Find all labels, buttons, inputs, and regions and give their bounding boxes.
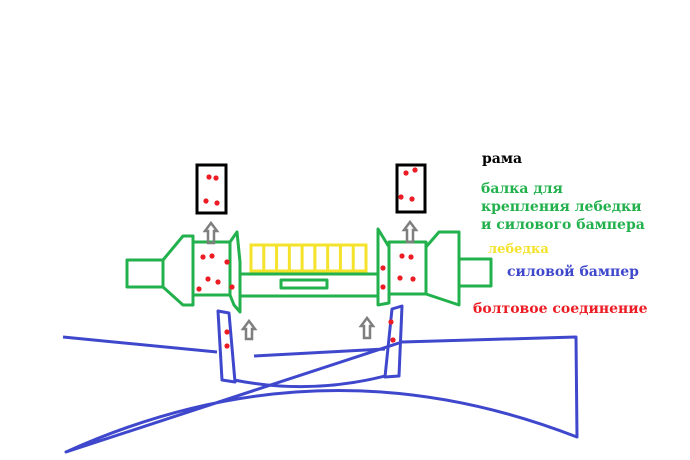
bolt-dot-icon — [380, 284, 386, 290]
bolt-dot-icon — [408, 254, 414, 260]
bolt-dot-icon — [196, 286, 202, 292]
bolt-dot-icon — [215, 279, 221, 285]
bolt-dot-icon — [206, 174, 212, 180]
bolt-dot-icon — [229, 284, 235, 290]
winch-ribs — [262, 245, 355, 271]
up-arrow-icon — [358, 315, 376, 340]
legend-frame: рама — [482, 151, 523, 167]
winch-body — [249, 243, 368, 273]
bumper-top-arc — [233, 374, 386, 389]
beam-left-stub — [125, 258, 165, 289]
frame-rail-left — [195, 163, 228, 215]
beam-left-flange — [161, 234, 195, 307]
bolt-dot-icon — [403, 170, 409, 176]
legend-beam: балка для крепления лебедки и силового б… — [481, 181, 645, 233]
up-arrow-icon — [401, 219, 419, 244]
bolt-dot-icon — [214, 200, 220, 206]
legend-winch: лебедка — [488, 242, 549, 257]
winch-beam — [125, 227, 493, 314]
bolt-dot-icon — [224, 329, 230, 335]
bumper-post-left — [216, 309, 237, 384]
bolt-dot-icon — [409, 196, 415, 202]
beam-right-mount — [387, 240, 428, 296]
bumper-body — [62, 335, 579, 454]
bolt-joints — [196, 167, 418, 349]
power-bumper — [62, 304, 579, 454]
bolt-dot-icon — [200, 254, 206, 260]
bumper-post-right — [383, 304, 404, 379]
bolt-dot-icon — [205, 276, 211, 282]
beam-right-flange — [424, 230, 461, 307]
beam-center-bar — [238, 272, 380, 298]
mount-arrows — [202, 219, 419, 341]
bolt-dot-icon — [398, 194, 404, 200]
bolt-dot-icon — [203, 198, 209, 204]
legend-bolt: болтовое соединение — [473, 301, 648, 317]
legend-bumper: силовой бампер — [507, 264, 639, 280]
bolt-dot-icon — [209, 253, 215, 259]
winch — [249, 243, 368, 273]
frame-rails — [195, 163, 427, 215]
beam-center-slot — [279, 278, 329, 290]
bolt-dot-icon — [390, 337, 396, 343]
bolt-dot-icon — [399, 253, 405, 259]
bolt-dot-icon — [224, 343, 230, 349]
bolt-dot-icon — [388, 319, 394, 325]
beam-left-cone — [228, 230, 242, 314]
bolt-dot-icon — [213, 175, 219, 181]
bolt-dot-icon — [410, 276, 416, 282]
beam-right-cone — [376, 227, 391, 307]
bolt-dot-icon — [224, 259, 230, 265]
frame-rail-right — [395, 163, 427, 214]
bolt-dot-icon — [380, 265, 386, 271]
beam-right-stub — [457, 257, 493, 288]
bolt-dot-icon — [397, 275, 403, 281]
up-arrow-icon — [240, 318, 258, 341]
up-arrow-icon — [202, 220, 220, 245]
bolt-dot-icon — [412, 167, 418, 173]
